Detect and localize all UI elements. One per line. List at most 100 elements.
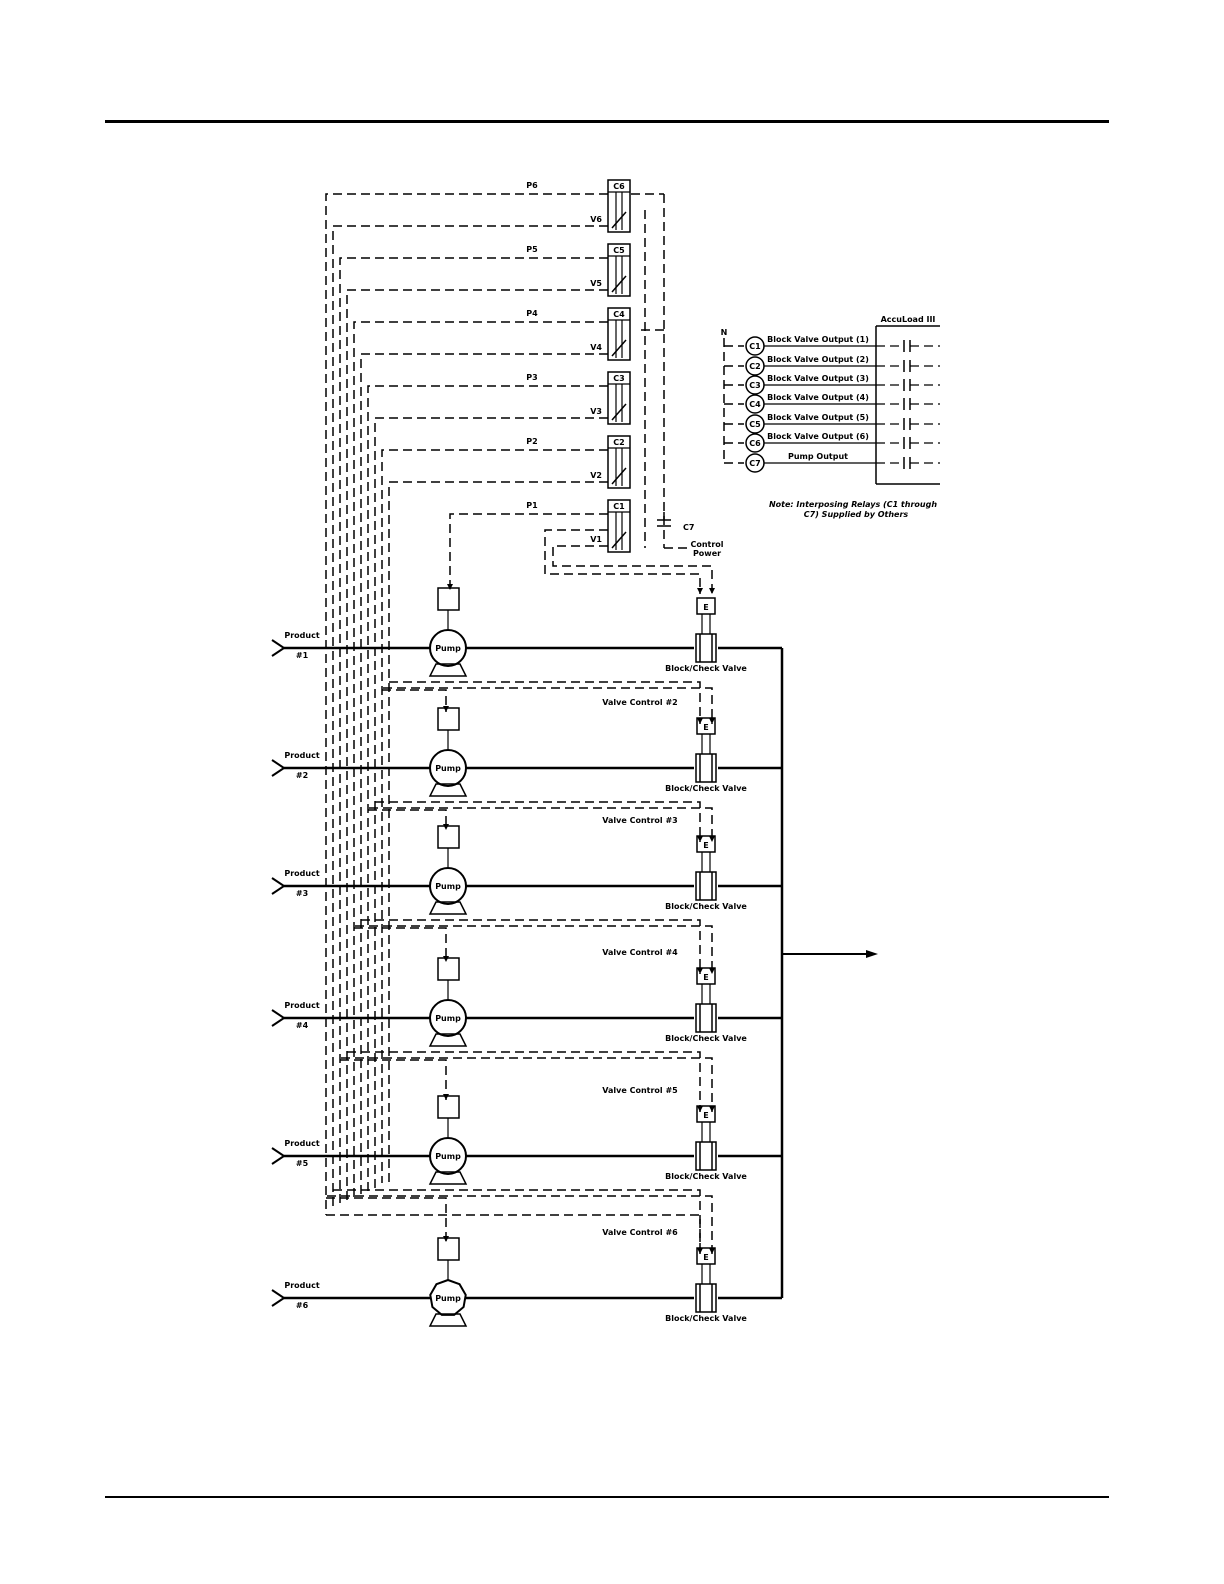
wire-v5 <box>346 289 608 1204</box>
product-4-inlet-icon <box>271 1009 286 1027</box>
pump-6-controller <box>437 1237 460 1261</box>
valve-control-6-label: Valve Control #6 <box>602 1228 678 1237</box>
valve-2-actuator <box>696 717 716 735</box>
relay-c4-box <box>607 307 631 361</box>
pump-3-base <box>428 901 468 915</box>
wire-pump-2 <box>382 689 447 712</box>
relay-v2-label: V2 <box>590 471 602 480</box>
outlet-arrow-icon <box>866 950 878 958</box>
wire-valve-arrow-a-3 <box>697 836 703 842</box>
valve-6-label: Block/Check Valve <box>665 1314 747 1323</box>
product-4-label: Product <box>284 1001 319 1010</box>
wire-valve-a-6 <box>333 1189 701 1254</box>
valve-3-actuator <box>696 835 716 853</box>
legend-output-5-label: Block Valve Output (5) <box>767 413 869 422</box>
relay-p1-label: P1 <box>526 501 538 510</box>
valve-1-label: Block/Check Valve <box>665 664 747 673</box>
wire-p6 <box>325 193 608 1215</box>
relay-v6-label: V6 <box>590 215 602 224</box>
valve-5-label: Block/Check Valve <box>665 1172 747 1181</box>
pump-6-icon <box>429 1278 467 1316</box>
wire-v1-a <box>544 529 701 594</box>
pump-4-controller <box>437 957 460 981</box>
wire-valve-arrow-b-5 <box>709 1106 715 1112</box>
wire-valve-arrow-b-6 <box>709 1248 715 1254</box>
relay-c6-label: C6 <box>613 182 625 191</box>
wire-pump-arrow-4 <box>443 956 449 962</box>
relay-c5-box <box>607 243 631 297</box>
wire-p4 <box>353 321 608 1199</box>
pump-3-controller <box>437 825 460 849</box>
relay-c1-nc-slash <box>611 531 627 549</box>
valve-3-body <box>695 871 717 901</box>
product-2-inlet-icon <box>271 759 286 777</box>
legend-relay-1-code: C1 <box>749 342 761 351</box>
pump-1-label: Pump <box>435 644 461 653</box>
relay-p3-label: P3 <box>526 373 537 382</box>
pump-1-icon <box>429 629 467 667</box>
c7-label: C7 <box>683 523 694 532</box>
legend-output-4-label: Block Valve Output (4) <box>767 393 869 402</box>
wire-valve-b-3 <box>369 807 713 842</box>
wire-valve-arrow-a-5 <box>697 1106 703 1112</box>
valve-4-body <box>695 1003 717 1033</box>
valve-control-2-label: Valve Control #2 <box>602 698 677 707</box>
valve-4-actuator-label: E <box>703 973 708 982</box>
wire-valve-arrow-a-2 <box>697 718 703 724</box>
relay-c1-box <box>607 499 631 553</box>
relay-c2-box <box>607 435 631 489</box>
pump-1-base <box>428 663 468 677</box>
pump-3-label: Pump <box>435 882 461 891</box>
wire-pump-arrow-6 <box>443 1236 449 1242</box>
relay-v4-label: V4 <box>590 343 602 352</box>
labels-group: C6P6V6C5P5V5C4P4V4C3P3V3C2P2V2C1P1V1C7Co… <box>284 181 937 1323</box>
relay-p6-label: P6 <box>526 181 538 190</box>
pump-4-base <box>428 1033 468 1047</box>
wire-v4 <box>360 353 608 1198</box>
relay-c5-nc-slash <box>611 275 627 293</box>
relay-c3-box <box>607 371 631 425</box>
relay-p5-label: P5 <box>526 245 538 254</box>
valve-3-actuator-label: E <box>703 841 708 850</box>
product-5-label: Product <box>284 1139 319 1148</box>
relay-p2-label: P2 <box>526 437 537 446</box>
footer-rule <box>105 1496 1109 1498</box>
control-power-label-1: Control <box>690 540 723 549</box>
legend-relay-6-code: C6 <box>749 439 761 448</box>
legend-note-line-2: C7) Supplied by Others <box>804 510 909 519</box>
wire-valve-arrow-a-6 <box>697 1248 703 1254</box>
valve-1-actuator <box>696 597 716 615</box>
product-3-label: Product <box>284 869 319 878</box>
wire-pump-arrow-2 <box>443 706 449 712</box>
valve-3-label: Block/Check Valve <box>665 902 747 911</box>
valve-4-label: Block/Check Valve <box>665 1034 747 1043</box>
pump-5-controller <box>437 1095 460 1119</box>
legend-relay-7-code: C7 <box>749 459 760 468</box>
wire-p5 <box>339 257 608 1207</box>
valve-6-actuator-label: E <box>703 1253 708 1262</box>
product-6-label: Product <box>284 1281 319 1290</box>
product-1-inlet-icon <box>271 639 286 657</box>
valve-control-4-label: Valve Control #4 <box>602 948 678 957</box>
relay-c2-label: C2 <box>613 438 624 447</box>
product-6-inlet-icon <box>271 1289 286 1307</box>
pump-6-base <box>428 1313 468 1327</box>
valve-control-3-label: Valve Control #3 <box>602 816 677 825</box>
valve-2-label: Block/Check Valve <box>665 784 747 793</box>
legend-output-7-label: Pump Output <box>788 452 848 461</box>
pump-5-base <box>428 1171 468 1185</box>
wire-valve-a-2 <box>389 681 701 724</box>
wire-p2 <box>381 449 608 1183</box>
wire-v1-arrow-a <box>697 588 703 594</box>
wire-valve-b-6 <box>327 1195 713 1254</box>
wire-valve-a-3 <box>375 801 701 842</box>
legend-output-3-label: Block Valve Output (3) <box>767 374 869 383</box>
relay-c5-label: C5 <box>613 246 625 255</box>
valve-2-body <box>695 753 717 783</box>
wire-valve-b-2 <box>383 687 713 724</box>
product-3-number: #3 <box>296 889 308 898</box>
product-2-label: Product <box>284 751 319 760</box>
legend-output-2-label: Block Valve Output (2) <box>767 355 869 364</box>
legend-relay-2-code: C2 <box>749 362 760 371</box>
